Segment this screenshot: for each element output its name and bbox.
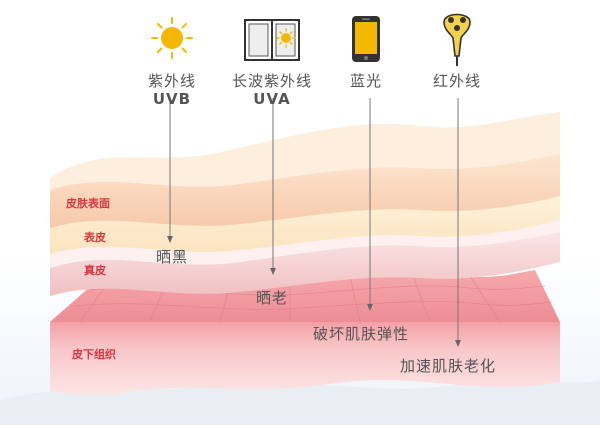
sun-icon — [151, 17, 193, 59]
cloud-shape — [0, 380, 600, 425]
dermis-layer — [50, 218, 560, 296]
uvb-code-label: UVB — [152, 90, 192, 108]
uva-code-label: UVA — [253, 90, 291, 108]
smartphone-icon — [352, 16, 380, 62]
layer-label-epidermis: 表皮 — [84, 231, 106, 244]
surface-layer — [50, 112, 560, 228]
effect-photoaging: 晒老 — [256, 289, 289, 307]
effect-elasticity-damage: 破坏肌肤弹性 — [313, 325, 410, 343]
layer-label-subcutis: 皮下组织 — [72, 348, 116, 361]
window-sun-icon — [244, 19, 300, 61]
layer-label-dermis: 真皮 — [84, 264, 106, 277]
uva-source-label: 长波紫外线 — [231, 72, 312, 90]
infrared-source-label: 红外线 — [432, 72, 481, 90]
effect-tanning: 晒黑 — [156, 248, 189, 266]
infrared-lamp-icon — [443, 13, 471, 66]
layer-label-surface: 皮肤表面 — [66, 197, 110, 210]
effect-accelerated-aging: 加速肌肤老化 — [400, 357, 497, 375]
blue-light-source-label: 蓝光 — [349, 72, 382, 90]
uvb-source-label: 紫外线 — [147, 72, 196, 90]
